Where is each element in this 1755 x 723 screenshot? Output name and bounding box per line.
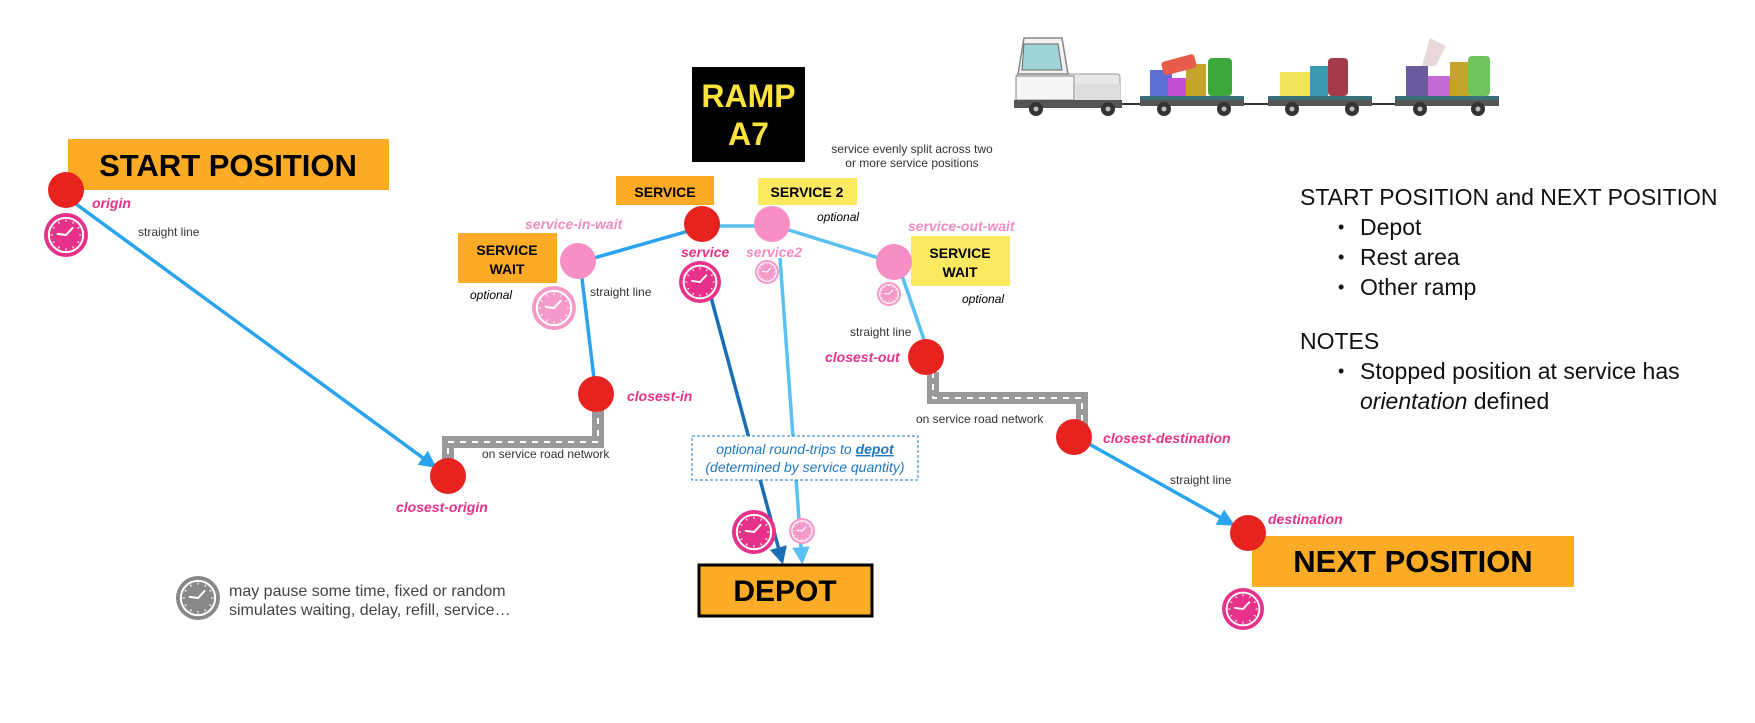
svg-text:optional round-trips to depot: optional round-trips to depot: [716, 441, 895, 457]
label-destination: destination: [1268, 511, 1343, 527]
annotation-service-split-1: service evenly split across two: [831, 142, 993, 156]
line-closest-in-to-service-in-wait: [578, 261, 598, 396]
closest-out-node: [908, 339, 944, 375]
label-closest-destination: closest-destination: [1103, 430, 1231, 446]
ramp-sign: RAMP A7: [692, 67, 805, 162]
service-in-wait-clock-icon: [532, 286, 576, 330]
position-item-other-ramp: Other ramp: [1338, 272, 1740, 302]
destination-clock-icon: [1222, 588, 1264, 630]
service-wait-out-box: SERVICE WAIT: [911, 236, 1010, 286]
svg-text:SERVICE: SERVICE: [929, 245, 990, 261]
annotation-road-network-out: on service road network: [916, 412, 1044, 426]
svg-text:SERVICE: SERVICE: [634, 184, 695, 200]
line-service-to-depot: [706, 285, 787, 565]
start-position-box: START POSITION: [68, 139, 389, 190]
label-closest-out: closest-out: [825, 349, 901, 365]
line-service-in-wait-to-service: [579, 224, 707, 264]
service2-node: [754, 206, 790, 242]
notes-heading-positions: START POSITION and NEXT POSITION: [1300, 184, 1718, 210]
annotation-optional-service2: optional: [817, 210, 859, 224]
clock-icons: [44, 213, 1264, 630]
note-item-orientation: Stopped position at service has orientat…: [1338, 356, 1740, 416]
label-service-out-wait: service-out-wait: [908, 218, 1016, 234]
origin-clock-icon: [44, 213, 88, 257]
road-network-out: [927, 372, 1088, 436]
svg-text:(determined by service quantit: (determined by service quantity): [705, 459, 904, 475]
service-in-wait-node: [560, 243, 596, 279]
position-item-rest-area: Rest area: [1338, 242, 1740, 272]
depot-box: DEPOT: [697, 563, 874, 618]
service-clock-icon: [679, 261, 721, 303]
svg-text:START POSITION: START POSITION: [99, 148, 357, 183]
label-service: service: [681, 244, 729, 260]
line-origin-to-closest-origin: [74, 202, 437, 469]
annotation-optional-in: optional: [470, 288, 512, 302]
annotation-straight-line-origin: straight line: [138, 225, 200, 239]
label-origin: origin: [92, 195, 131, 211]
label-service2: service2: [746, 244, 802, 260]
notes-heading: NOTES: [1300, 328, 1380, 354]
ramp-sign-line1: RAMP: [701, 77, 796, 114]
service2-box: SERVICE 2: [758, 178, 857, 205]
service-out-wait-clock-icon: [877, 282, 901, 306]
service2-clock-icon: [755, 260, 779, 284]
svg-text:SERVICE: SERVICE: [476, 242, 537, 258]
notes-panel: START POSITION and NEXT POSITION Depot R…: [1300, 182, 1740, 416]
depot2-clock-icon: [789, 518, 815, 544]
annotation-optional-out: optional: [962, 292, 1004, 306]
line-closest-destination-to-destination: [1081, 438, 1236, 526]
annotation-road-network-in: on service road network: [482, 447, 610, 461]
label-service-in-wait: service-in-wait: [525, 216, 624, 232]
closest-destination-node: [1056, 419, 1092, 455]
legend-clock-icon: [176, 576, 220, 620]
annotation-service-split-2: or more service positions: [845, 156, 978, 170]
svg-text:NEXT POSITION: NEXT POSITION: [1293, 544, 1532, 579]
service-out-wait-node: [876, 244, 912, 280]
notes-list: Stopped position at service has orientat…: [1300, 356, 1740, 416]
svg-text:simulates waiting, delay, refi: simulates waiting, delay, refill, servic…: [229, 602, 511, 619]
label-closest-origin: closest-origin: [396, 499, 488, 515]
destination-node: [1230, 515, 1266, 551]
positions-list: Depot Rest area Other ramp: [1300, 212, 1740, 302]
annotation-straight-line-in: straight line: [590, 285, 652, 299]
legend: may pause some time, fixed or random sim…: [229, 583, 511, 619]
origin-node: [48, 172, 84, 208]
service-node: [684, 206, 720, 242]
position-item-depot: Depot: [1338, 212, 1740, 242]
ramp-sign-line2: A7: [728, 115, 769, 152]
baggage-tug-icon: [1014, 37, 1499, 116]
service-box: SERVICE: [616, 176, 714, 205]
svg-text:may pause some time, fixed or: may pause some time, fixed or random: [229, 583, 506, 600]
svg-text:WAIT: WAIT: [943, 264, 978, 280]
svg-text:SERVICE 2: SERVICE 2: [771, 184, 844, 200]
svg-text:DEPOT: DEPOT: [733, 575, 836, 608]
depot-clock-icon: [732, 510, 776, 554]
annotation-straight-line-out: straight line: [850, 325, 912, 339]
depot-trip-annotation: optional round-trips to depot (determine…: [691, 435, 919, 481]
next-position-box: NEXT POSITION: [1252, 536, 1574, 587]
service-wait-in-box: SERVICE WAIT: [458, 233, 557, 283]
label-closest-in: closest-in: [627, 388, 692, 404]
closest-origin-node: [430, 458, 466, 494]
closest-in-node: [578, 376, 614, 412]
line-service2-to-depot: [778, 257, 810, 565]
svg-text:WAIT: WAIT: [490, 261, 525, 277]
annotation-straight-line-destination: straight line: [1170, 473, 1232, 487]
road-network-in: [442, 396, 604, 478]
